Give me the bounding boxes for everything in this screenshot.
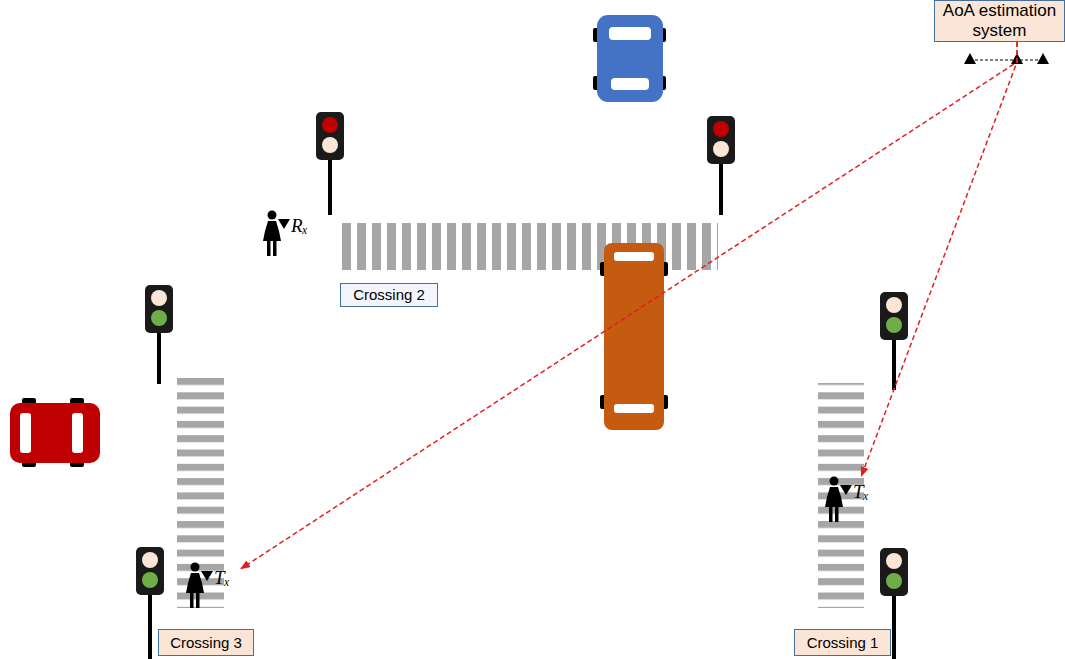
device-label: Tₓ xyxy=(214,567,230,589)
box-text-group: AoA estimation system xyxy=(935,1,1064,40)
person-leg xyxy=(829,506,833,522)
device-antenna xyxy=(278,219,290,229)
device-antenna xyxy=(840,485,852,495)
box-text-group: Crossing 1 xyxy=(807,634,879,651)
box-label: AoA estimation system xyxy=(935,1,1064,40)
device-label: Tₓ xyxy=(853,481,869,503)
pedestrian-icon xyxy=(824,476,854,524)
box-label: Crossing 1 xyxy=(807,634,879,651)
device-antenna xyxy=(201,571,213,581)
red-car xyxy=(10,398,100,467)
person-head xyxy=(268,211,277,220)
signal-path xyxy=(241,42,1017,569)
person-leg xyxy=(267,240,271,256)
person-head xyxy=(830,477,839,486)
orange-bus xyxy=(600,243,668,430)
transmitter-pedestrian: Tₓ xyxy=(185,562,241,612)
antenna-array xyxy=(964,53,1049,64)
system-box: AoA estimation system xyxy=(934,0,1065,42)
traffic-light xyxy=(145,285,173,384)
box-text-group: Crossing 3 xyxy=(170,634,242,651)
person-body xyxy=(186,573,204,593)
person-leg xyxy=(190,592,194,608)
blue-car xyxy=(593,15,666,102)
person-leg xyxy=(196,592,200,608)
person-leg xyxy=(835,506,839,522)
signal-path xyxy=(861,42,1017,476)
person-head xyxy=(191,563,200,572)
traffic-light xyxy=(316,112,344,215)
person-leg xyxy=(273,240,277,256)
traffic-light xyxy=(707,116,735,215)
person-body xyxy=(263,221,281,241)
box-text-group: Crossing 2 xyxy=(353,286,425,303)
transmitter-pedestrian: Tₓ xyxy=(824,476,880,526)
crossing-label: Crossing 1 xyxy=(794,629,891,656)
box-label: Crossing 2 xyxy=(353,286,425,303)
pedestrian-icon xyxy=(185,562,215,610)
crossing-label: Crossing 2 xyxy=(340,283,438,307)
crossing-label: Crossing 3 xyxy=(158,629,254,656)
device-label: Rₓ xyxy=(291,215,308,237)
receiver-pedestrian: Rₓ xyxy=(262,210,320,260)
pedestrian-icon xyxy=(262,210,292,258)
box-label: Crossing 3 xyxy=(170,634,242,651)
traffic-light xyxy=(880,292,908,390)
person-body xyxy=(825,487,843,507)
